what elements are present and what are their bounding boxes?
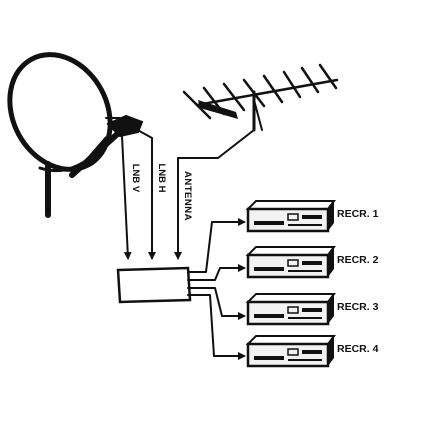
satellite-dish-icon bbox=[7, 52, 144, 218]
lnb-h-label: LNB H bbox=[156, 163, 167, 192]
lnb-cables bbox=[121, 127, 156, 260]
recorders-group: RECR. 1 RECR. 2 RECR. 3 RECR. 4 bbox=[245, 200, 379, 368]
recorder-unit-icon bbox=[245, 246, 336, 279]
terrestrial-antenna-icon bbox=[174, 63, 339, 260]
recorder-unit-icon bbox=[245, 293, 336, 326]
recorder-label: RECR. 3 bbox=[337, 301, 379, 313]
recorder-label: RECR. 4 bbox=[337, 343, 379, 355]
recorder-label: RECR. 2 bbox=[337, 254, 379, 266]
lnb-v-label: LNB V bbox=[130, 164, 141, 193]
terrestrial-label: ANTENNA bbox=[182, 171, 193, 221]
output-cables bbox=[187, 218, 246, 360]
multiswitch-box-icon bbox=[116, 266, 192, 304]
recorder-unit-icon bbox=[245, 335, 336, 368]
recorder-label: RECR. 1 bbox=[337, 208, 379, 220]
recorder-unit-icon bbox=[245, 200, 336, 233]
